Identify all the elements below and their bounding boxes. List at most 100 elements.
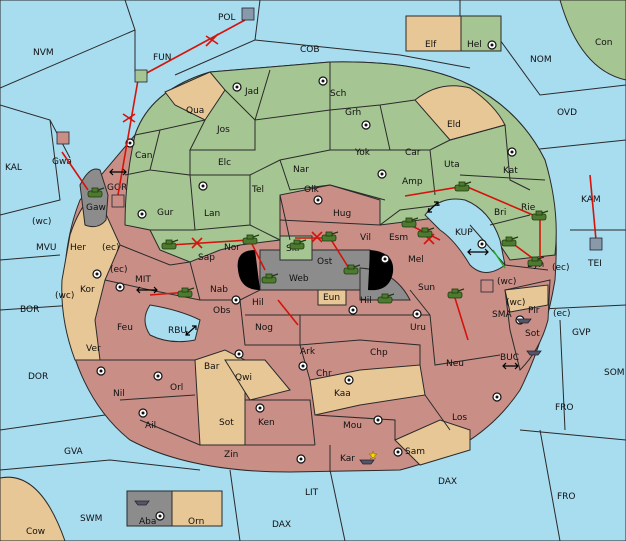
fleet-icon	[589, 237, 603, 251]
label-eld: Eld	[447, 120, 461, 130]
label-zin: Zin	[224, 450, 238, 460]
label-esm: Esm	[389, 233, 408, 243]
fleet-icon	[526, 350, 542, 356]
supply-center-icon	[92, 269, 102, 279]
units[interactable]	[56, 7, 603, 506]
label-elf: Elf	[425, 40, 437, 50]
label-sun: Hil	[360, 296, 372, 306]
label-hel: Hel	[467, 40, 482, 50]
army-icon	[417, 227, 435, 238]
label-kar: Kar	[340, 454, 355, 464]
fleet-icon	[359, 459, 375, 465]
label-grh: Grh	[345, 108, 361, 118]
cut-support-icon	[205, 33, 219, 47]
label-neu: Chp	[370, 348, 388, 358]
supply-center-icon	[234, 349, 244, 359]
label-lan: Lan	[204, 209, 220, 219]
supply-center-icon	[373, 415, 383, 425]
label-pir: Sot	[525, 329, 540, 339]
supply-center-icon	[507, 147, 517, 157]
fleet-icon	[480, 279, 494, 293]
move-arrow-icon	[61, 151, 89, 191]
supply-center-icon	[313, 195, 323, 205]
region-sam[interactable]	[394, 419, 471, 466]
move-arrow-icon	[142, 19, 246, 76]
label-kat: Kat	[503, 166, 518, 176]
label-aba: Aba	[139, 517, 156, 527]
label-gor: GOR	[107, 183, 127, 193]
region-qwi[interactable]	[224, 359, 291, 401]
label-rot: Ken	[258, 418, 275, 428]
army-icon	[289, 239, 307, 250]
label-wc-3: (wc)	[55, 291, 74, 301]
label-ec-4: (ec)	[553, 309, 571, 319]
region-orn[interactable]	[171, 490, 223, 527]
fleet-icon	[111, 194, 125, 208]
label-sot: Sot	[219, 418, 234, 428]
move-arrow-icon	[589, 174, 597, 241]
label-can: Can	[135, 151, 153, 161]
supply-center-icon	[344, 375, 354, 385]
army-icon	[177, 287, 195, 298]
region-sot[interactable]	[194, 349, 246, 446]
orders	[61, 19, 597, 341]
label-ark: Feu	[117, 323, 133, 333]
label-mit: MIT	[135, 275, 151, 285]
fleet-icon	[241, 7, 255, 21]
label-ost: Ost	[317, 257, 333, 267]
label-lit: LIT	[305, 488, 319, 498]
label-dax: DAX	[272, 520, 291, 530]
supply-center-icon	[155, 511, 165, 521]
move-arrow-icon	[277, 299, 299, 326]
region-eld[interactable]	[414, 85, 506, 141]
label-nor: Nor	[224, 243, 240, 253]
label-mou: Mou	[343, 421, 362, 431]
cut-support-icon	[311, 231, 323, 243]
label-hug: Hug	[333, 209, 351, 219]
label-wc-1: (wc)	[32, 217, 51, 227]
label-sma: KUP	[455, 228, 473, 238]
label-nog: Obs	[213, 306, 231, 316]
supply-center-icon	[487, 40, 497, 50]
region-gaw[interactable]	[79, 168, 109, 228]
label-vil: Vil	[360, 233, 371, 243]
label-wc-4: (wc)	[506, 298, 525, 308]
army-icon	[161, 239, 179, 250]
label-kaa: Kaa	[334, 389, 351, 399]
label-som: FRO	[557, 492, 576, 502]
label-amp: Amp	[402, 177, 423, 187]
region-gwa[interactable]	[504, 284, 549, 313]
label-feu: Uru	[410, 323, 426, 333]
supply-center-icon	[377, 169, 387, 179]
region-elf[interactable]	[405, 15, 462, 52]
army-icon	[87, 187, 105, 198]
cut-support-icon	[122, 113, 136, 123]
supply-center-icon	[96, 366, 106, 376]
label-cow: Cow	[26, 527, 45, 537]
supply-center-icon	[492, 392, 502, 402]
label-fun: FUN	[153, 53, 172, 63]
label-ail: Ail	[145, 421, 156, 431]
label-tel: Tel	[251, 185, 264, 195]
label-uta: Uta	[444, 160, 460, 170]
label-gwa-2: Pir	[528, 306, 540, 316]
supply-center-icon	[393, 447, 403, 457]
army-icon	[454, 181, 472, 192]
label-sch: Sch	[330, 89, 346, 99]
label-mvu: MVU	[36, 243, 57, 253]
label-bri: Bri	[494, 208, 506, 218]
label-qua: Qua	[186, 106, 204, 116]
label-kup: GVP	[572, 328, 591, 338]
label-rbu: RBU	[168, 326, 187, 336]
supply-center-icon	[298, 361, 308, 371]
fleet-icon	[134, 69, 148, 83]
label-mel: Mel	[408, 255, 424, 265]
label-tei: TEI	[587, 259, 602, 269]
label-her: Her	[70, 243, 86, 253]
region-qua[interactable]	[164, 71, 226, 121]
star-icon	[368, 450, 378, 460]
army-icon	[261, 273, 279, 284]
label-kal: KAL	[5, 163, 22, 173]
